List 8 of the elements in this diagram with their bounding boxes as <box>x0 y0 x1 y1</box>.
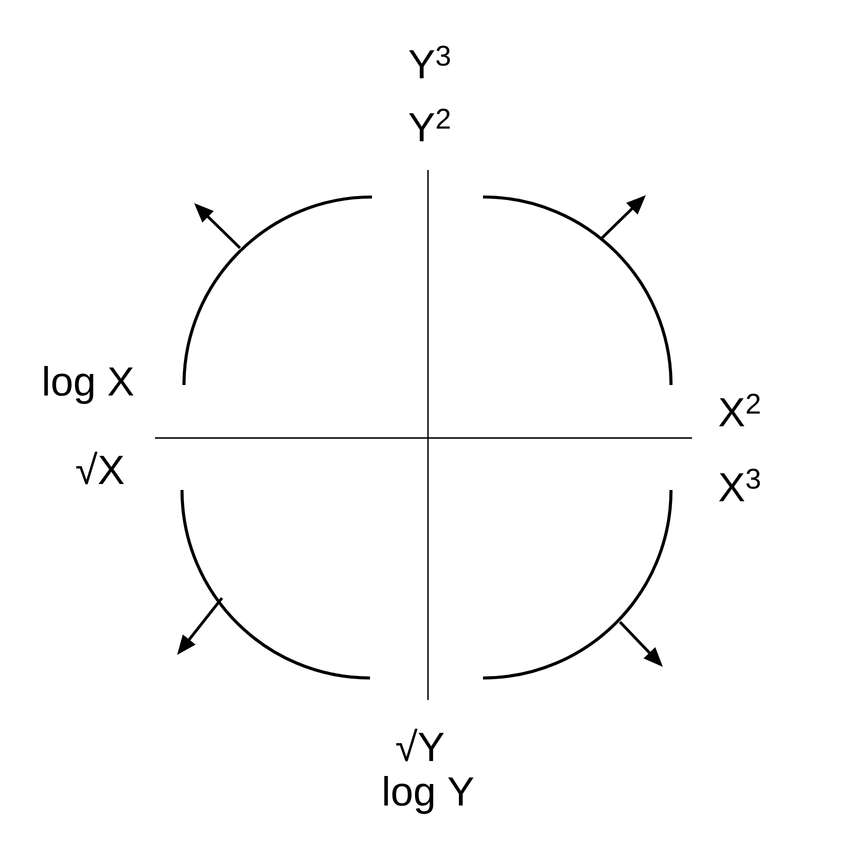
axis-label: √Y <box>396 728 444 762</box>
axis-label: Y$^{2}$ <box>409 108 450 142</box>
axis-label: √X <box>76 452 124 484</box>
axis-label: log X <box>44 366 134 404</box>
axis-label: X$^{3}$ <box>719 468 760 502</box>
axis-label: log Y <box>384 776 474 814</box>
axis-label: X$^{2}$ <box>719 394 760 426</box>
axis-label: Y$^{3}$ <box>409 46 450 78</box>
